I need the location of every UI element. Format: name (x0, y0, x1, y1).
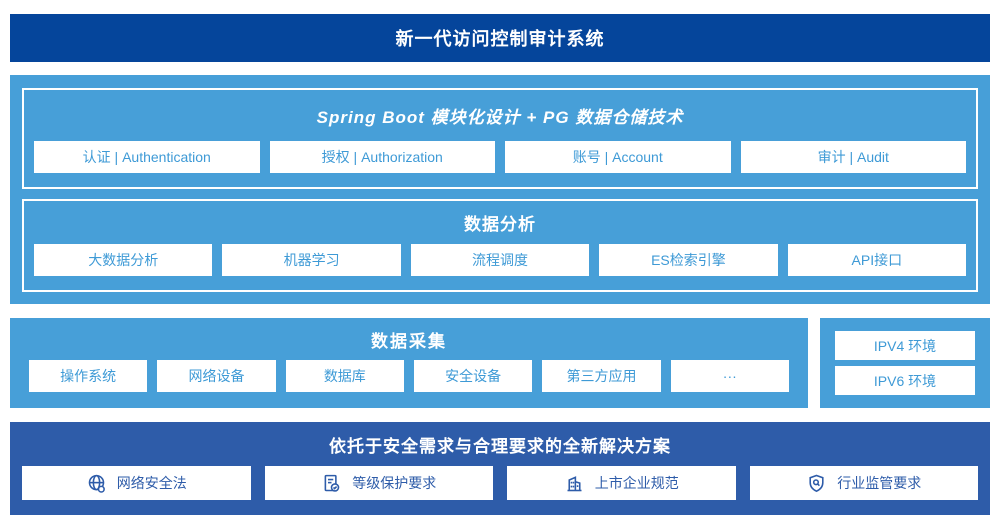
page-title: 新一代访问控制审计系统 (395, 29, 605, 49)
solution-item-label: 网络安全法 (116, 475, 187, 491)
solution-module-row: 网络安全法 等级保护要求 (10, 466, 990, 515)
solution-item-label: 行业监管要求 (837, 475, 922, 491)
data-collection-section: 数据采集 操作系统 网络设备 数据库 安全设备 第三方应用 ··· (10, 318, 808, 408)
shield-magnifier-icon (806, 473, 827, 494)
solution-item-label: 上市企业规范 (594, 475, 679, 491)
box-industry-regulation: 行业监管要求 (749, 466, 978, 500)
buildings-icon (564, 473, 585, 494)
box-big-data-analysis: 大数据分析 (34, 244, 213, 276)
box-authentication: 认证 | Authentication (34, 141, 260, 173)
box-authorization: 授权 | Authorization (269, 141, 495, 173)
spring-boot-title: Spring Boot 模块化设计 + PG 数据仓储技术 (316, 108, 684, 127)
box-operating-system: 操作系统 (29, 360, 148, 392)
box-audit: 审计 | Audit (740, 141, 966, 173)
platform-section: Spring Boot 模块化设计 + PG 数据仓储技术 认证 | Authe… (10, 75, 990, 304)
box-ellipsis: ··· (670, 360, 789, 392)
box-ipv6: IPV6 环境 (835, 366, 975, 395)
document-check-icon (321, 473, 342, 494)
data-analysis-title: 数据分析 (464, 215, 536, 234)
box-listed-company-standard: 上市企业规范 (507, 466, 736, 500)
data-analysis-subsection: 数据分析 大数据分析 机器学习 流程调度 ES检索引擎 API接口 (22, 199, 978, 292)
box-machine-learning: 机器学习 (222, 244, 401, 276)
data-collection-title: 数据采集 (371, 331, 447, 351)
globe-icon (86, 473, 107, 494)
solution-title: 依托于安全需求与合理要求的全新解决方案 (329, 436, 671, 456)
box-database: 数据库 (285, 360, 404, 392)
spring-boot-subsection: Spring Boot 模块化设计 + PG 数据仓储技术 认证 | Authe… (22, 88, 978, 189)
ip-environment-section: IPV4 环境 IPV6 环境 (820, 318, 990, 408)
box-es-search-engine: ES检索引擎 (599, 244, 778, 276)
header-bar: 新一代访问控制审计系统 (10, 14, 990, 62)
box-account: 账号 | Account (505, 141, 731, 173)
collection-module-row: 操作系统 网络设备 数据库 安全设备 第三方应用 ··· (10, 360, 808, 408)
box-workflow-scheduling: 流程调度 (410, 244, 590, 276)
box-classified-protection: 等级保护要求 (264, 466, 493, 500)
box-cybersecurity-law: 网络安全法 (22, 466, 251, 500)
analysis-module-row: 大数据分析 机器学习 流程调度 ES检索引擎 API接口 (24, 244, 976, 290)
box-network-device: 网络设备 (157, 360, 276, 392)
solution-section: 依托于安全需求与合理要求的全新解决方案 网络安全法 (10, 422, 990, 515)
box-api-interface: API接口 (787, 244, 967, 276)
auth-module-row: 认证 | Authentication 授权 | Authorization 账… (24, 141, 976, 187)
box-third-party-app: 第三方应用 (542, 360, 661, 392)
box-ipv4: IPV4 环境 (835, 331, 975, 360)
box-security-device: 安全设备 (413, 360, 533, 392)
solution-item-label: 等级保护要求 (352, 475, 437, 491)
